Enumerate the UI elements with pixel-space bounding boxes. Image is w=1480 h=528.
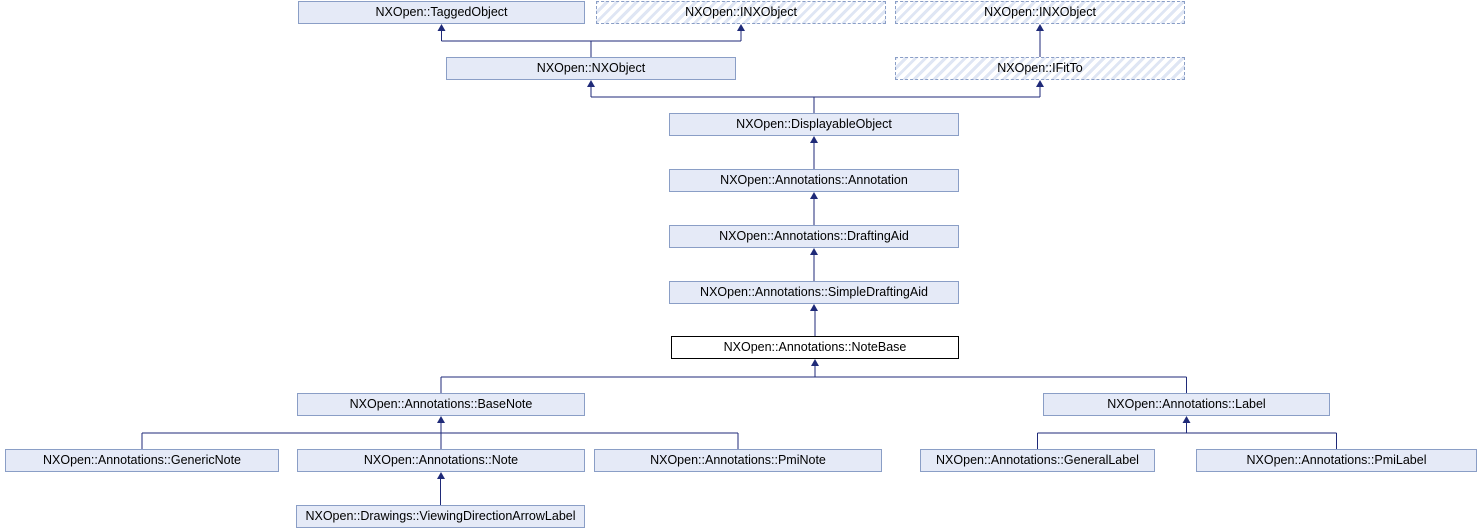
- class-node-viewingarrow[interactable]: NXOpen::Drawings::ViewingDirectionArrowL…: [296, 505, 585, 528]
- class-node-annotation[interactable]: NXOpen::Annotations::Annotation: [669, 169, 959, 192]
- class-node-label[interactable]: NXOpen::Annotations::Label: [1043, 393, 1330, 416]
- class-node-draftingaid[interactable]: NXOpen::Annotations::DraftingAid: [669, 225, 959, 248]
- class-node-inxobject2[interactable]: NXOpen::INXObject: [895, 1, 1185, 24]
- class-node-displayable[interactable]: NXOpen::DisplayableObject: [669, 113, 959, 136]
- class-node-basenote[interactable]: NXOpen::Annotations::BaseNote: [297, 393, 585, 416]
- class-node-pmiote[interactable]: NXOpen::Annotations::PmiNote: [594, 449, 882, 472]
- class-node-genericnote[interactable]: NXOpen::Annotations::GenericNote: [5, 449, 279, 472]
- class-node-nxobject[interactable]: NXOpen::NXObject: [446, 57, 736, 80]
- class-node-generallabel[interactable]: NXOpen::Annotations::GeneralLabel: [920, 449, 1155, 472]
- class-node-simpledrafting[interactable]: NXOpen::Annotations::SimpleDraftingAid: [669, 281, 959, 304]
- class-node-ifitto[interactable]: NXOpen::IFitTo: [895, 57, 1185, 80]
- class-node-notebase[interactable]: NXOpen::Annotations::NoteBase: [671, 336, 959, 359]
- class-node-pmilabel[interactable]: NXOpen::Annotations::PmiLabel: [1196, 449, 1477, 472]
- class-node-inxobject1[interactable]: NXOpen::INXObject: [596, 1, 886, 24]
- class-node-note[interactable]: NXOpen::Annotations::Note: [297, 449, 585, 472]
- class-node-taggedobject[interactable]: NXOpen::TaggedObject: [298, 1, 585, 24]
